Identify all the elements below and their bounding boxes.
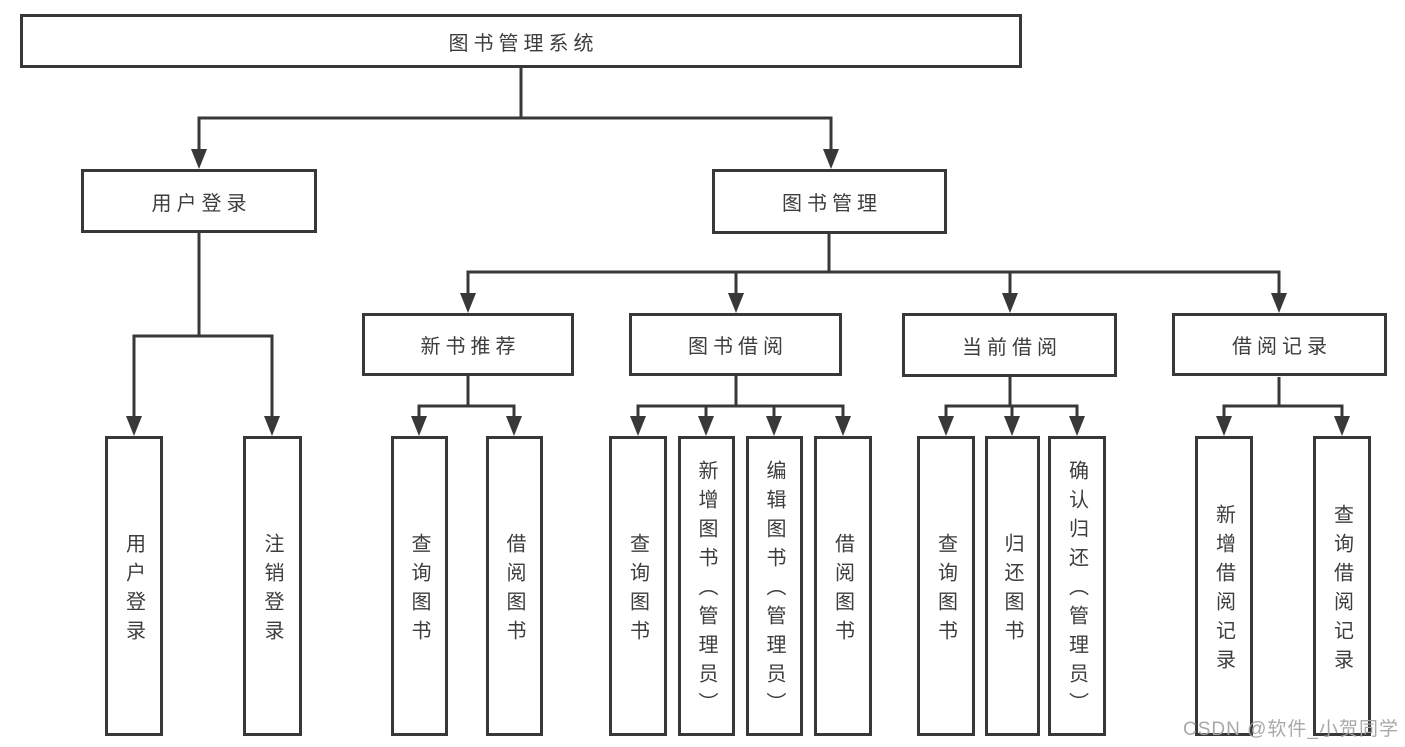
node-book-management: 图书管理 <box>712 169 947 234</box>
node-label: 当前借阅 <box>962 336 1062 359</box>
leaf-label: 查询图书 <box>408 532 430 649</box>
leaf-query-borrow-record: 查询借阅记录 <box>1313 436 1371 736</box>
leaf-label: 确认归还（管理员） <box>1065 460 1088 721</box>
node-new-book-recommendation: 新书推荐 <box>362 313 574 376</box>
leaf-edit-book-admin: 编辑图书（管理员） <box>746 436 803 736</box>
node-label: 用户登录 <box>151 192 252 215</box>
leaf-label: 借阅图书 <box>503 532 525 649</box>
leaf-label: 查询图书 <box>626 532 649 649</box>
leaf-borrow-books-borrowing: 借阅图书 <box>814 436 872 736</box>
leaf-query-books-borrowing: 查询图书 <box>609 436 667 736</box>
leaf-label: 新增借阅记录 <box>1212 503 1235 678</box>
leaf-label: 借阅图书 <box>831 532 854 649</box>
node-label: 图书管理 <box>782 193 882 215</box>
leaf-label: 归还图书 <box>1001 532 1023 649</box>
node-label: 图书借阅 <box>688 336 788 358</box>
leaf-query-books-recommend: 查询图书 <box>391 436 448 736</box>
node-label: 图书管理系统 <box>448 32 599 55</box>
leaf-add-book-admin: 新增图书（管理员） <box>678 436 735 736</box>
node-label: 借阅记录 <box>1232 336 1332 358</box>
node-label: 新书推荐 <box>420 336 521 358</box>
leaf-label: 查询图书 <box>934 532 957 649</box>
arrowheads <box>126 149 1350 436</box>
node-library-management-system: 图书管理系统 <box>20 14 1022 68</box>
leaf-borrow-books-recommend: 借阅图书 <box>486 436 543 736</box>
node-user-login: 用户登录 <box>81 169 317 233</box>
leaf-label: 查询借阅记录 <box>1330 503 1353 678</box>
leaf-return-books: 归还图书 <box>985 436 1040 736</box>
leaf-user-login: 用户登录 <box>105 436 163 736</box>
leaf-confirm-return-admin: 确认归还（管理员） <box>1048 436 1106 736</box>
node-borrowing-records: 借阅记录 <box>1172 313 1387 376</box>
leaf-label: 编辑图书（管理员） <box>763 460 785 721</box>
leaf-logout: 注销登录 <box>243 436 302 736</box>
leaf-label: 新增图书（管理员） <box>695 460 717 721</box>
leaf-label: 用户登录 <box>122 532 145 649</box>
node-current-borrowing: 当前借阅 <box>902 313 1117 377</box>
leaf-label: 注销登录 <box>261 532 283 649</box>
node-book-borrowing: 图书借阅 <box>629 313 842 376</box>
leaf-query-books-current: 查询图书 <box>917 436 975 736</box>
csdn-watermark: CSDN @软件_小贺同学 <box>1183 719 1399 740</box>
leaf-add-borrow-record: 新增借阅记录 <box>1195 436 1253 736</box>
